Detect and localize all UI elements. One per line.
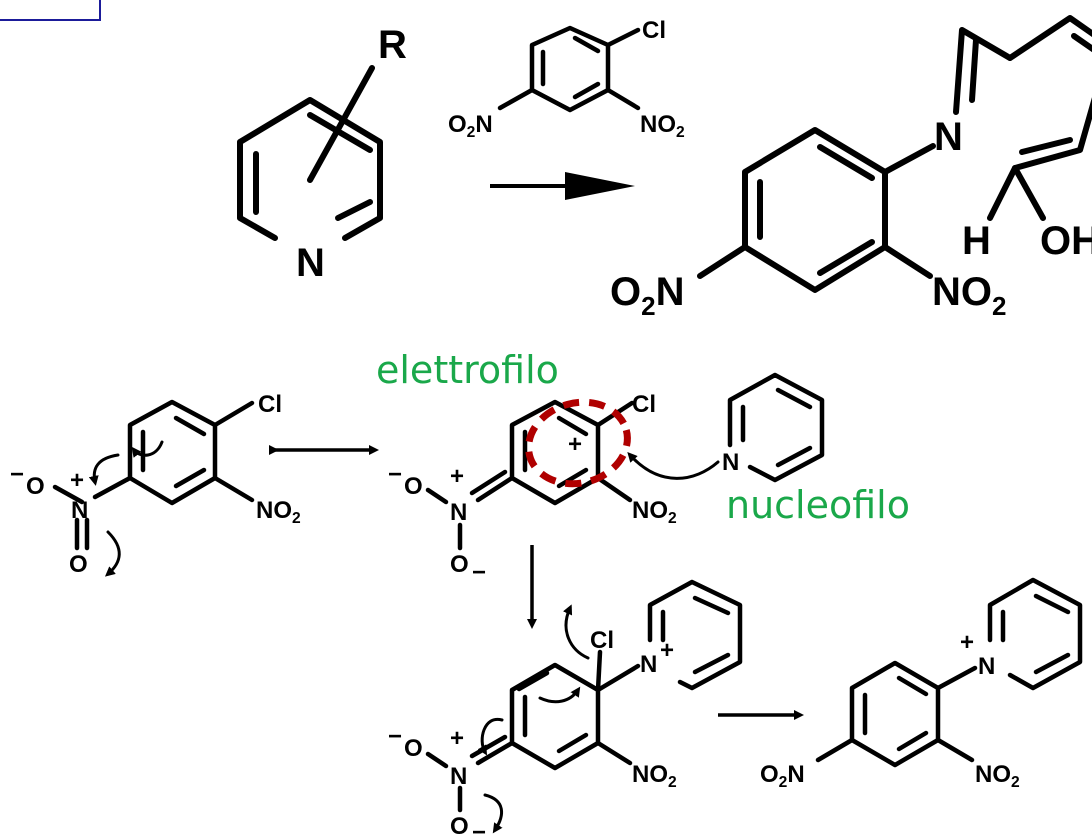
svg-text:NO2: NO2	[975, 761, 1020, 791]
complex-cl-label: Cl	[590, 627, 614, 654]
left-cl-label: Cl	[258, 391, 282, 418]
svg-text:+: +	[70, 467, 84, 494]
svg-text:NO2: NO2	[256, 497, 301, 527]
svg-text:O: O	[404, 473, 423, 500]
resonance-structure-center: Cl NO2 + N + O − O −	[388, 391, 677, 586]
svg-text:O: O	[450, 813, 469, 837]
resonance-structure-left: Cl NO2 N + O − O	[10, 391, 301, 578]
ring-opened-product: N H OH NO2 O2N	[610, 15, 1092, 321]
nucleophilic-attack-arrow	[627, 452, 720, 480]
nucleophile-pyridine: N	[627, 372, 825, 483]
product-oh-label: OH	[1040, 219, 1092, 263]
svg-text:+: +	[960, 629, 974, 656]
svg-text:+: +	[660, 637, 674, 664]
svg-text:−: −	[472, 559, 486, 586]
svg-text:+: +	[450, 463, 464, 490]
svg-text:−: −	[388, 461, 402, 488]
center-cl-label: Cl	[632, 391, 656, 418]
svg-text:N: N	[450, 499, 467, 526]
corner-frame	[0, 0, 101, 21]
svg-text:−: −	[10, 461, 24, 488]
svg-text:N: N	[450, 763, 467, 790]
top-reaction-arrow	[565, 172, 635, 200]
electrophile-highlight-circle	[525, 398, 631, 488]
reagent-cl-label: Cl	[642, 17, 666, 44]
carbocation-plus: +	[568, 431, 582, 458]
pyridine-reactant: R N	[237, 23, 407, 285]
n-aryl-pyridinium-product: N + NO2 O2N	[760, 577, 1083, 791]
product-n-label: N	[934, 115, 963, 159]
dinitrochlorobenzene-reagent: Cl NO2 O2N	[448, 17, 685, 141]
svg-text:−: −	[472, 819, 486, 837]
pyridine-n-label: N	[296, 241, 325, 285]
svg-text:O: O	[69, 551, 88, 578]
svg-text:O2N: O2N	[610, 270, 684, 321]
product-h-label: H	[962, 219, 991, 263]
svg-text:O2N: O2N	[448, 111, 493, 141]
elettrofilo-label: elettrofilo	[376, 348, 559, 392]
r-substituent-label: R	[378, 23, 407, 67]
svg-text:NO2: NO2	[932, 270, 1006, 321]
left-nitro-n-label: N	[71, 497, 88, 524]
meisenheimer-complex: Cl NO2 N + O − O − N +	[388, 579, 743, 837]
nucleophile-n-label: N	[722, 449, 739, 476]
svg-text:−: −	[388, 723, 402, 750]
svg-text:NO2: NO2	[640, 111, 685, 141]
final-n-label: N	[978, 653, 995, 680]
svg-text:O2N: O2N	[760, 761, 805, 791]
svg-text:NO2: NO2	[632, 761, 677, 791]
svg-text:O: O	[450, 551, 469, 578]
svg-text:O: O	[26, 473, 45, 500]
svg-text:O: O	[404, 735, 423, 762]
substituent-bond	[307, 65, 375, 183]
svg-text:+: +	[450, 725, 464, 752]
pyridinium-n-label: N	[640, 651, 657, 678]
svg-text:NO2: NO2	[632, 497, 677, 527]
nucleofilo-label: nucleofilo	[726, 483, 910, 527]
